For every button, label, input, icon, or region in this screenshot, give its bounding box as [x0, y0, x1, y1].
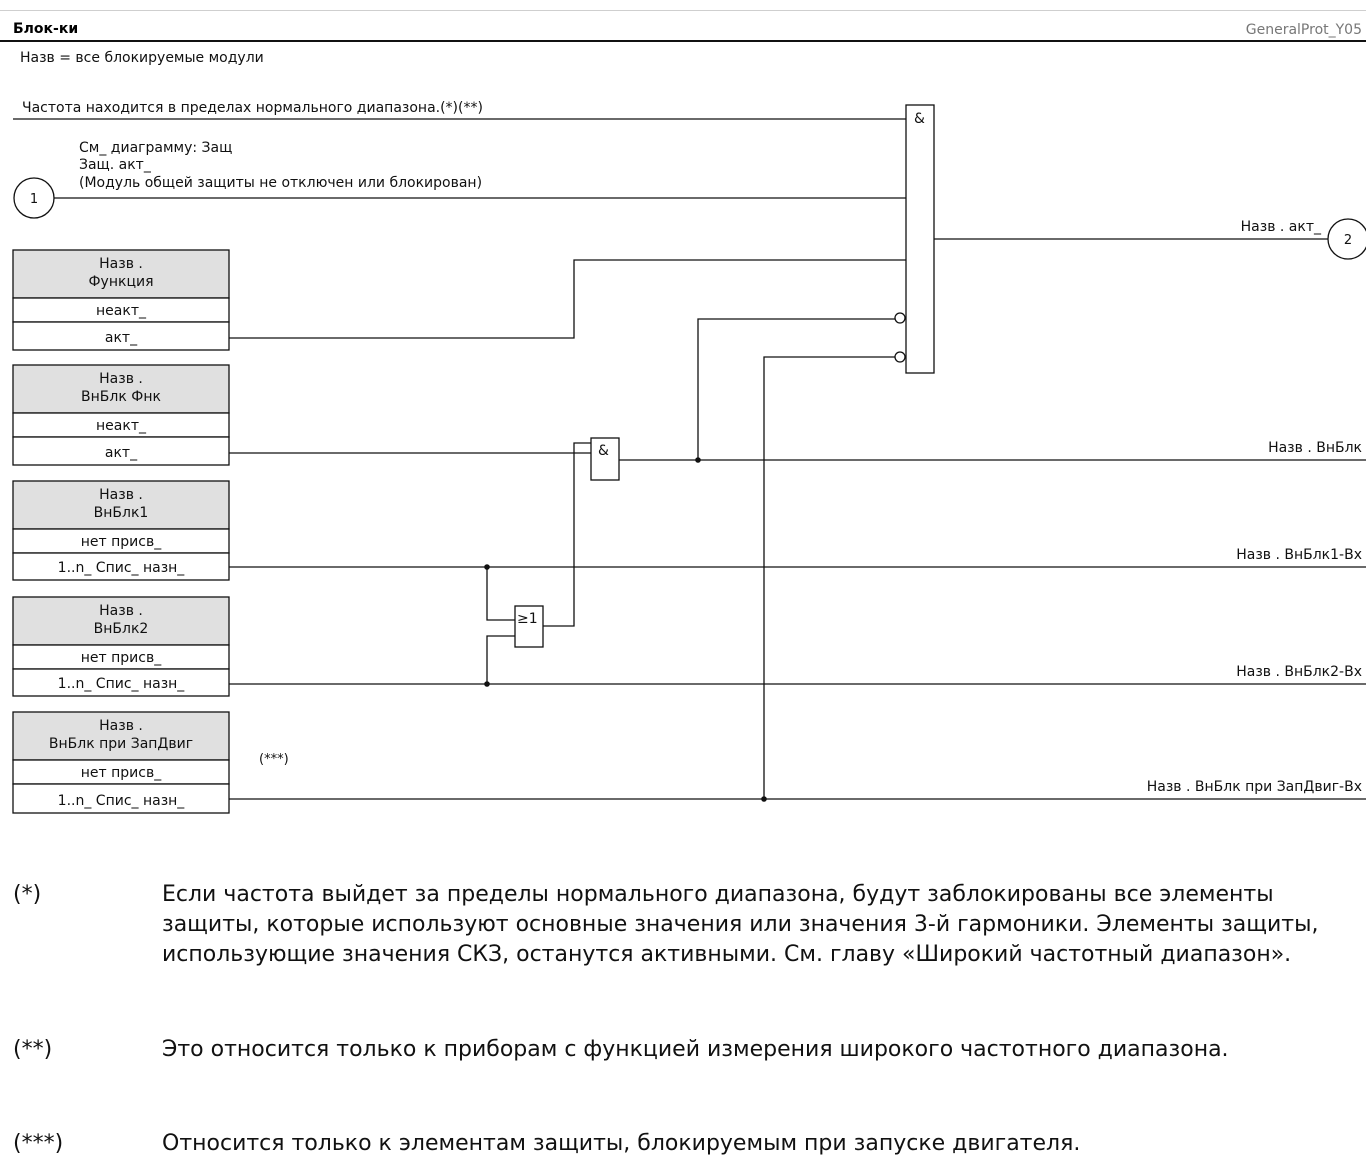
ext-block-and-gate [590, 437, 620, 481]
diagram-subtitle: Назв = все блокируемые модули [20, 50, 264, 66]
or-gate [514, 605, 544, 648]
block-title: Назв . [99, 487, 143, 503]
footnote-text: Если частота выйдет за пределы нормально… [162, 882, 1319, 967]
vnblk1-output-label: Назв . ВнБлк1-Вх [1236, 547, 1362, 563]
block-ext-block-2: Назв . ВнБлк2 нет присв_ 1..n_ Спис_ наз… [12, 596, 230, 697]
footnote-mark: (*) [13, 882, 42, 907]
connector-1-label: 1 [30, 192, 38, 207]
freq-input-label: Частота находится в пределах нормального… [22, 100, 483, 116]
footnote-text: Относится только к элементам защиты, бло… [162, 1131, 1081, 1156]
block-option: 1..n_ Спис_ назн_ [58, 560, 186, 576]
block-option: нет присв_ [81, 765, 162, 781]
or-input-wire-1 [486, 567, 515, 621]
inverter-bubble [894, 312, 906, 324]
prot-note-line-1: См_ диаграмму: Защ [79, 140, 232, 156]
block-ext-block-function: Назв . ВнБлк Фнк неакт_ акт_ [12, 364, 230, 466]
block-option: акт_ [105, 330, 138, 346]
ext-block-and-gate-symbol: & [598, 443, 609, 459]
footnote-text: Это относится только к приборам с функци… [162, 1037, 1229, 1062]
prot-note-line-2: Защ. акт_ [79, 157, 152, 173]
block-title: ВнБлк Фнк [81, 389, 161, 405]
motor-start-feedback-wire [763, 356, 895, 799]
or-output-wire [543, 442, 591, 627]
block-option: неакт_ [96, 418, 147, 434]
block-title: Назв . [99, 371, 143, 387]
vnblk-feedback-wire [697, 318, 895, 460]
connector-2 [1327, 218, 1366, 260]
vnblk-motor-start-output-label: Назв . ВнБлк при ЗапДвиг-Вх [1147, 779, 1362, 795]
block-option: 1..n_ Спис_ назн_ [58, 793, 186, 809]
motor-start-note-mark: (***) [259, 752, 289, 767]
function-active-wire [229, 259, 906, 339]
block-option: акт_ [105, 445, 138, 461]
block-option: нет присв_ [81, 650, 162, 666]
block-title: Функция [89, 274, 154, 290]
logic-diagram: Блок-ки GeneralProt_Y05 Назв = все блоки… [0, 10, 1366, 814]
footnote-mark: (**) [13, 1037, 53, 1062]
footnote-mark: (***) [13, 1131, 64, 1156]
vnblk-output-label: Назв . ВнБлк [1268, 440, 1362, 456]
block-function: Назв . Функция неакт_ акт_ [12, 249, 230, 351]
main-and-gate [905, 104, 935, 374]
inverter-bubble [894, 351, 906, 363]
diagram-reference: GeneralProt_Y05 [1246, 22, 1362, 38]
connector-2-label: 2 [1344, 233, 1352, 248]
block-ext-block-1: Назв . ВнБлк1 нет присв_ 1..n_ Спис_ наз… [12, 480, 230, 581]
block-title: ВнБлк при ЗапДвиг [49, 736, 193, 752]
main-and-gate-symbol: & [914, 111, 925, 127]
vnblk2-output-label: Назв . ВнБлк2-Вх [1236, 664, 1362, 680]
block-title: ВнБлк1 [94, 505, 149, 521]
output-act-label: Назв . акт_ [1241, 219, 1322, 235]
block-option: неакт_ [96, 303, 147, 319]
or-gate-symbol: ≥1 [517, 611, 538, 627]
prot-note-line-3: (Модуль общей защиты не отключен или бло… [79, 175, 482, 191]
block-title: Назв . [99, 256, 143, 272]
block-title: Назв . [99, 718, 143, 734]
or-input-wire-2 [486, 635, 515, 684]
block-ext-block-motor-start: Назв . ВнБлк при ЗапДвиг нет присв_ 1..n… [12, 711, 230, 814]
block-title: ВнБлк2 [94, 621, 149, 637]
block-option: 1..n_ Спис_ назн_ [58, 676, 186, 692]
diagram-title: Блок-ки [13, 21, 78, 37]
block-title: Назв . [99, 603, 143, 619]
block-option: нет присв_ [81, 534, 162, 550]
